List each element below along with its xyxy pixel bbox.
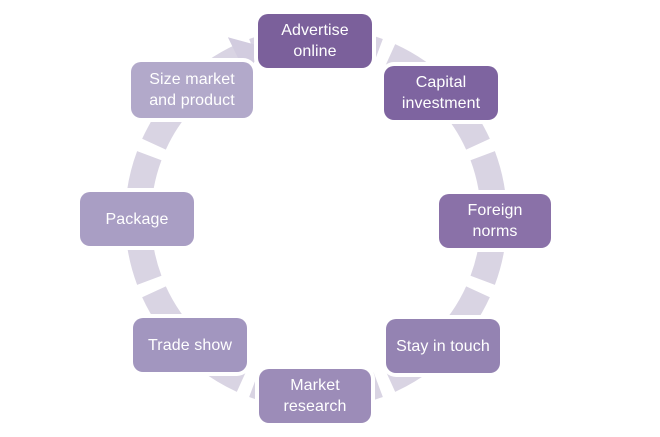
cycle-step-foreign-norms: Foreign norms bbox=[439, 194, 551, 248]
cycle-step-stay-in-touch: Stay in touch bbox=[386, 319, 500, 373]
cycle-step-advertise-online: Advertise online bbox=[258, 14, 372, 68]
cycle-step-size-market-and-product: Size market and product bbox=[131, 62, 253, 118]
cycle-step-trade-show: Trade show bbox=[133, 318, 247, 372]
cycle-step-market-research: Market research bbox=[259, 369, 371, 423]
cycle-step-capital-investment: Capital investment bbox=[384, 66, 498, 120]
cycle-arrow-icon bbox=[227, 37, 260, 79]
cycle-step-package: Package bbox=[80, 192, 194, 246]
